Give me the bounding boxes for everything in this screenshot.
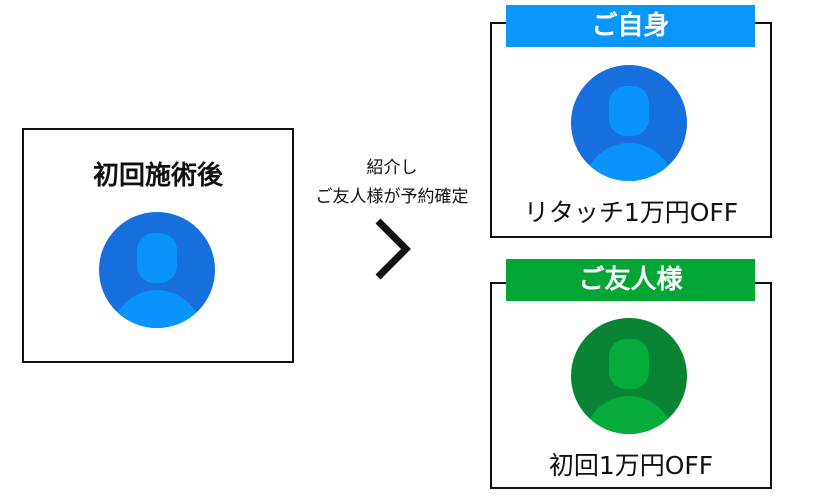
avatar-icon xyxy=(99,212,215,328)
friend-card-header: ご友人様 xyxy=(506,259,755,301)
self-card-header: ご自身 xyxy=(506,5,755,47)
chevron-right-icon xyxy=(375,218,411,280)
avatar-icon xyxy=(571,65,687,181)
self-card-benefit: リタッチ1万円OFF xyxy=(523,198,739,227)
avatar-icon xyxy=(571,318,687,434)
first-treatment-title: 初回施術後 xyxy=(92,161,223,191)
friend-card-benefit: 初回1万円OFF xyxy=(548,451,714,480)
referral-line-2: ご友人様が予約確定 xyxy=(315,187,469,207)
referral-line-1: 紹介し xyxy=(366,158,418,178)
